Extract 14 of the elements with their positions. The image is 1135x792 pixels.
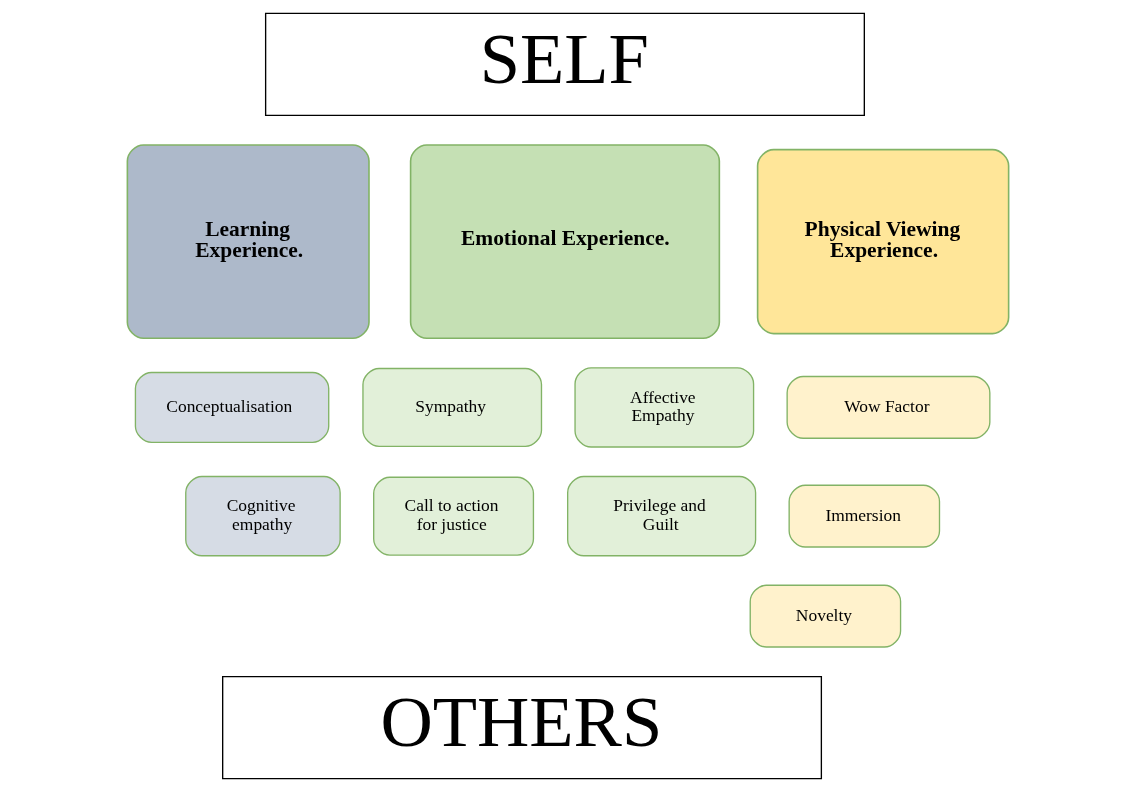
node-box: Wow Factor (785, 375, 990, 439)
node-box: OTHERS (221, 675, 822, 780)
node-box: Immersion (788, 484, 940, 548)
node-box: Call to action for justice (372, 476, 534, 556)
node-box: Sympathy (361, 367, 542, 447)
node-box: Physical Viewing Experience. (756, 148, 1009, 335)
node-box: Emotional Experience. (409, 144, 720, 340)
node-box: Cognitive empathy (184, 475, 341, 557)
node-box: Learning Experience. (126, 144, 370, 340)
node-box: Novelty (749, 584, 901, 648)
node-box: Conceptualisation (134, 371, 329, 443)
node-box: Affective Empathy (573, 367, 754, 448)
node-box: SELF (264, 12, 865, 117)
node-box: Privilege and Guilt (566, 475, 756, 557)
